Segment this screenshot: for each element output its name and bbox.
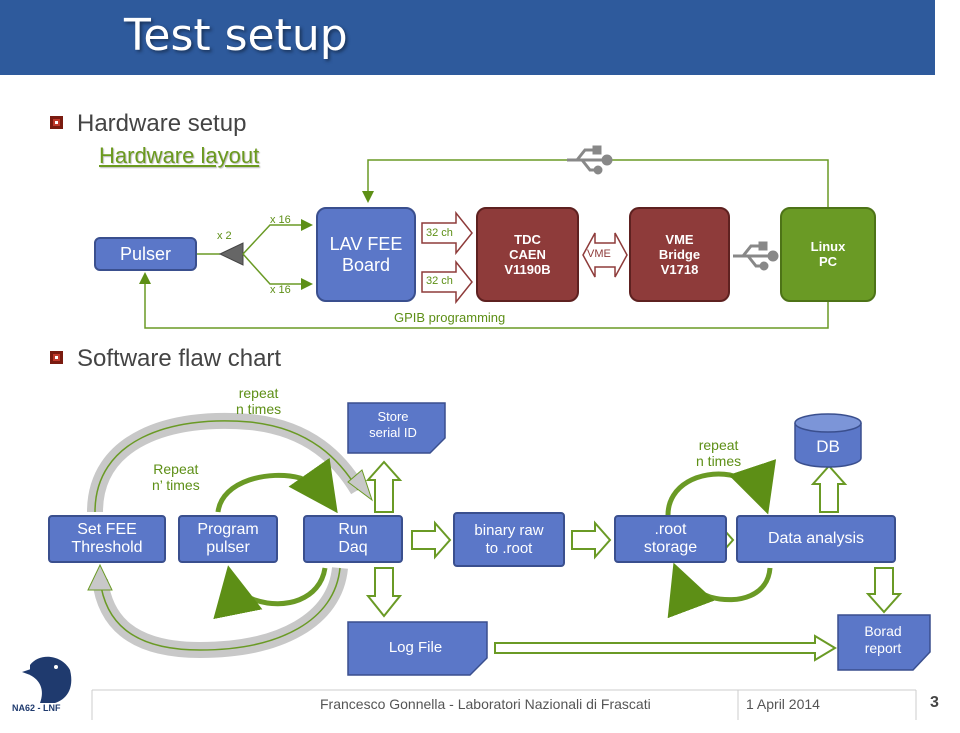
- pulser-box: Pulser: [94, 237, 197, 271]
- repeat-label: Repeat: [153, 461, 199, 477]
- vme-bridge-box: VME Bridge V1718: [629, 207, 730, 302]
- bullet-software-label: Software flaw chart: [77, 345, 282, 372]
- n-times-label: n times: [696, 453, 742, 469]
- arrow-binary-to-root: [571, 520, 612, 560]
- bullet-hardware: Hardware setup: [50, 110, 246, 138]
- root-storage-box: .root storage: [614, 515, 727, 563]
- store-serial-box: Store serial ID: [348, 406, 438, 444]
- arrow-analysis-to-report: [865, 567, 903, 614]
- title-bar: [0, 0, 935, 75]
- arrow-run-to-log: [365, 567, 403, 618]
- borad-label: Borad: [864, 623, 902, 639]
- pulser-step-label: pulser: [206, 539, 250, 556]
- repeat-n-prime-loop-arrow: [215, 457, 338, 514]
- vme-double-arrow: [582, 232, 628, 278]
- report-label: report: [864, 640, 902, 656]
- ch-top-label: 32 ch: [426, 227, 453, 239]
- binary-raw-box: binary raw to .root: [453, 512, 565, 567]
- root-label: .root: [654, 521, 687, 538]
- bullet-hardware-label: Hardware setup: [77, 110, 247, 137]
- storage-label: storage: [643, 539, 698, 556]
- log-file-label: Log File: [388, 638, 443, 656]
- store-doc-shape: [347, 402, 446, 454]
- usb-icon-right: [733, 241, 779, 271]
- page-number: 3: [930, 694, 939, 711]
- splitter-triangle: [218, 242, 244, 266]
- set-fee-threshold-box: Set FEE Threshold: [48, 515, 166, 563]
- to-root-label: to .root: [485, 539, 533, 557]
- bullet-software: Software flaw chart: [50, 345, 281, 373]
- binary-raw-label: binary raw: [474, 521, 544, 539]
- threshold-label: Threshold: [71, 539, 143, 556]
- x2-label: x 2: [217, 230, 232, 242]
- gpib-line: [139, 272, 829, 329]
- gpib-label: GPIB programming: [394, 310, 506, 325]
- data-analysis-label: Data analysis: [767, 530, 865, 547]
- report-doc-shape: [837, 614, 931, 671]
- data-analysis-box: Data analysis: [736, 515, 896, 563]
- arrow-analysis-to-db: [810, 464, 848, 513]
- board-report-box: Borad report: [838, 620, 928, 660]
- repeat-n-prime-label: Repeat n’ times: [152, 461, 200, 493]
- ch-bottom-label: 32 ch: [426, 275, 453, 287]
- vme-label: VME: [665, 232, 694, 247]
- set-fee-label: Set FEE: [77, 521, 137, 538]
- pulser-label: Pulser: [119, 243, 172, 264]
- bullet-square-icon: [50, 116, 63, 130]
- arrow-log-to-report: [494, 634, 837, 662]
- na62-logo-icon: [22, 656, 72, 703]
- db-label: DB: [816, 437, 840, 456]
- repeat-analysis-label: repeat n times: [696, 437, 741, 469]
- return-small-loop-arrow: [213, 565, 328, 620]
- pc-label: PC: [818, 254, 838, 269]
- analysis-return-loop-arrow: [667, 562, 773, 619]
- n-times-label: n times: [236, 401, 282, 417]
- x16-bottom-label: x 16: [270, 284, 291, 296]
- store-label: Store: [377, 409, 409, 424]
- ch-arrow-bottom: [421, 259, 473, 305]
- log-doc-shape: [347, 621, 488, 676]
- db-cylinder: [794, 413, 862, 468]
- vme-link-label: VME: [587, 248, 611, 260]
- n-prime-times-label: n’ times: [152, 477, 200, 493]
- repeat-label: repeat: [238, 385, 279, 401]
- arrow-run-to-binary: [411, 520, 452, 560]
- board-label: Board: [341, 254, 391, 275]
- bullet-square-icon: [50, 351, 63, 365]
- v1718-label: V1718: [660, 262, 699, 277]
- linux-label: Linux: [810, 239, 846, 254]
- repeat-analysis-loop-arrow: [665, 459, 777, 516]
- ch-arrow-top: [421, 210, 473, 256]
- v1190b-label: V1190B: [504, 262, 551, 277]
- repeat-n-loop-arrow: [87, 412, 365, 513]
- serial-id-label: serial ID: [369, 425, 417, 440]
- program-pulser-box: Program pulser: [178, 515, 278, 563]
- log-file-box: Log File: [348, 630, 483, 664]
- x16-top-label: x 16: [270, 214, 291, 226]
- usb-icon-top: [567, 145, 613, 175]
- run-daq-box: Run Daq: [303, 515, 403, 563]
- program-label: Program: [197, 521, 259, 538]
- page-title: Test setup: [124, 10, 348, 61]
- repeat-n-label: repeat n times: [236, 385, 281, 417]
- arrow-run-to-store: [365, 460, 403, 513]
- footer-date: 1 April 2014: [746, 696, 820, 712]
- tdc-label: TDC: [514, 232, 541, 247]
- hardware-layout-heading: Hardware layout: [99, 143, 260, 168]
- lav-fee-label: LAV FEE: [329, 233, 403, 254]
- caen-label: CAEN: [509, 247, 546, 262]
- linux-pc-box: Linux PC: [780, 207, 876, 302]
- daq-label: Daq: [338, 539, 368, 556]
- lav-fee-board-box: LAV FEE Board: [316, 207, 416, 302]
- footer-author: Francesco Gonnella - Laboratori Nazional…: [320, 696, 651, 712]
- bridge-label: Bridge: [658, 247, 701, 262]
- tdc-box: TDC CAEN V1190B: [476, 207, 579, 302]
- run-label: Run: [338, 521, 368, 538]
- return-loop-arrow: [92, 566, 348, 659]
- db-label-box: DB: [795, 432, 861, 462]
- logo-text: NA62 - LNF: [12, 703, 61, 713]
- repeat-label: repeat: [698, 437, 739, 453]
